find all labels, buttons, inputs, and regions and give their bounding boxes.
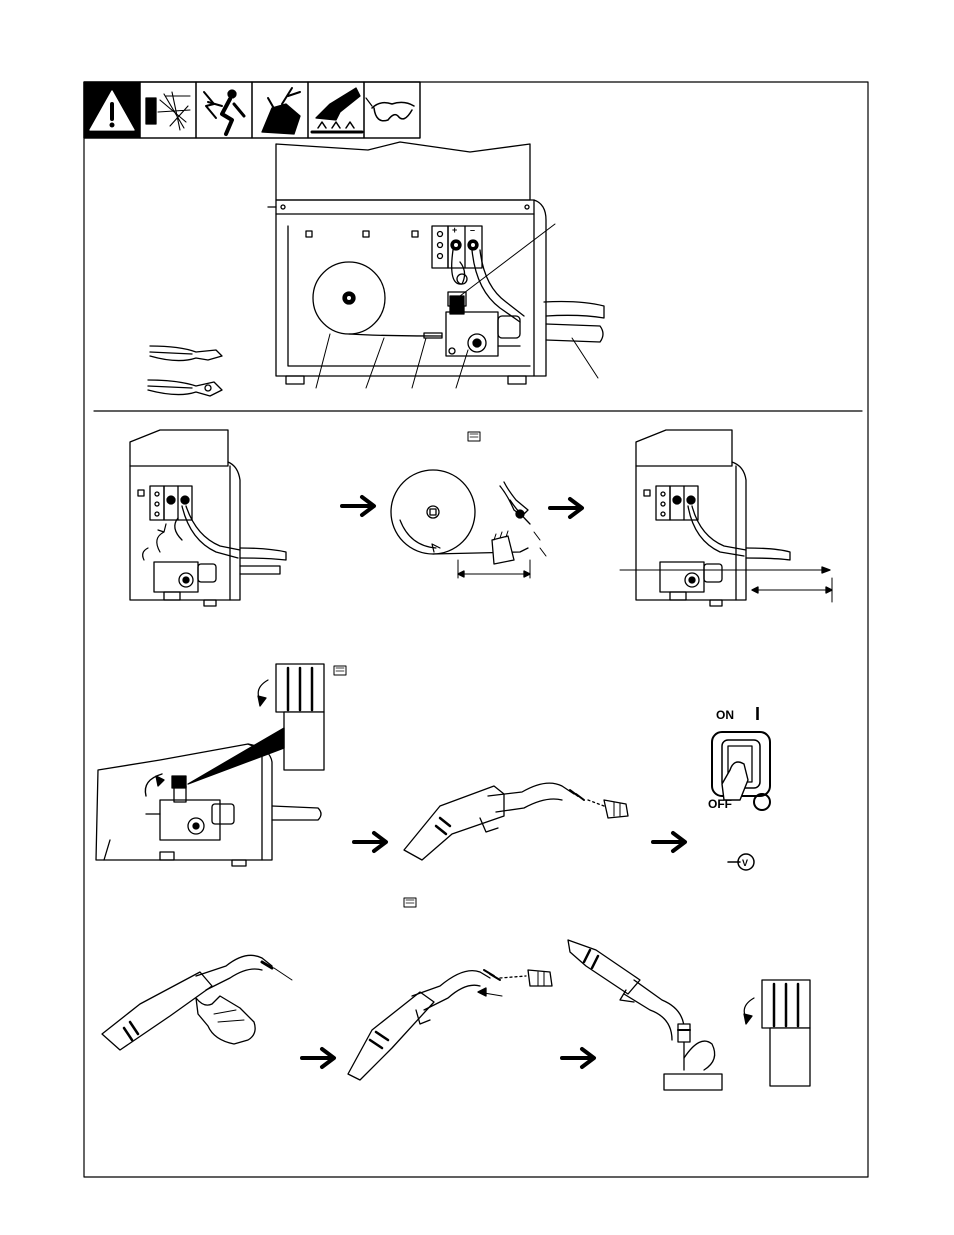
tension-knob-detail — [276, 664, 324, 770]
machine-overview: + – — [268, 142, 604, 388]
step-push-wire — [620, 430, 832, 606]
drive-assembly — [446, 292, 520, 356]
arc-spark-icon — [140, 82, 196, 138]
step-adjust-tension — [96, 664, 324, 866]
step-arrow-icon — [562, 1049, 594, 1067]
pointing-hand-icon — [334, 666, 346, 675]
step-arrow-icon — [354, 833, 386, 851]
step-release-pressure — [130, 430, 286, 606]
svg-text:+: + — [452, 225, 457, 235]
step-arrow-icon — [550, 499, 582, 517]
wire-cutter-pliers — [148, 346, 222, 396]
tension-knob-detail-final — [744, 980, 810, 1086]
switch-on-label: ON — [716, 708, 734, 722]
voltage-setting-icon: V — [728, 854, 754, 870]
welding-wire — [349, 334, 442, 336]
step-remove-contact-tip — [404, 783, 628, 860]
warning-triangle-icon — [84, 82, 140, 138]
switch-on-symbol: I — [755, 704, 760, 724]
step-arrow-icon — [342, 497, 374, 515]
step-press-trigger — [102, 955, 292, 1050]
step-arrow-icon — [302, 1049, 334, 1067]
step-cut-wire — [391, 470, 546, 578]
svg-text:V: V — [742, 858, 748, 868]
step-install-contact-tip — [348, 970, 552, 1080]
hot-parts-hand-icon — [308, 82, 364, 138]
hot-wire-hand-icon — [252, 82, 308, 138]
svg-text:–: – — [470, 225, 475, 235]
pointing-hand-icon — [404, 898, 416, 907]
step-check-tension — [568, 940, 722, 1090]
safety-glasses-icon — [364, 82, 420, 138]
pointing-hand-icon — [468, 432, 480, 441]
electric-shock-icon — [196, 82, 252, 138]
switch-off-label: OFF — [708, 797, 732, 811]
power-switch-on: ON I OFF V — [708, 704, 770, 870]
step-arrow-icon — [653, 833, 685, 851]
safety-icon-strip — [84, 82, 420, 138]
